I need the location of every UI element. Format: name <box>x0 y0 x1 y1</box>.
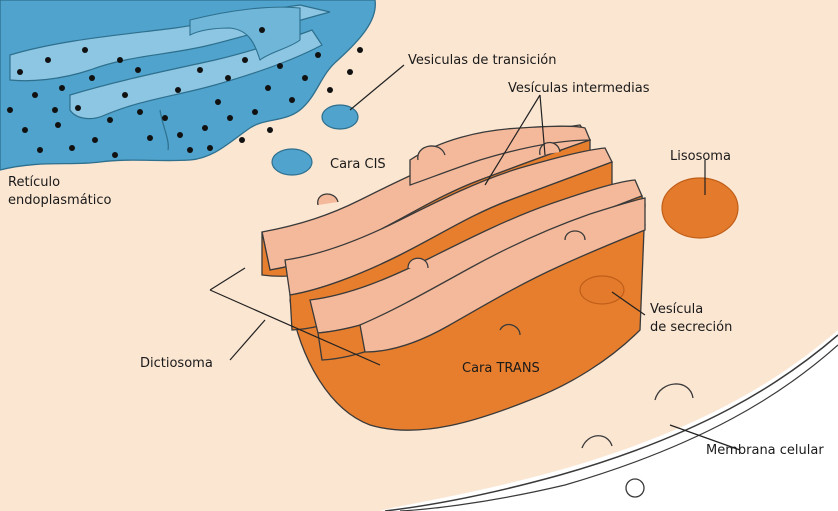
ribosome-dot <box>259 27 265 33</box>
ribosome-dot <box>177 132 183 138</box>
ribosome-dot <box>252 109 258 115</box>
ribosome-dot <box>239 137 245 143</box>
ribosome-dot <box>135 67 141 73</box>
ribosome-dot <box>122 92 128 98</box>
ribosome-dot <box>242 57 248 63</box>
ribosome-dot <box>202 125 208 131</box>
ribosome-dot <box>215 99 221 105</box>
ribosome-dot <box>82 47 88 53</box>
ribosome-dot <box>197 67 203 73</box>
label-lysosome: Lisosoma <box>670 149 731 164</box>
lysosome <box>662 178 738 238</box>
ribosome-dot <box>7 107 13 113</box>
label-reticulum-2: endoplasmático <box>8 193 112 208</box>
label-secretion-1: Vesícula <box>650 302 703 317</box>
label-cis-face: Cara CIS <box>330 157 386 172</box>
ribosome-dot <box>347 69 353 75</box>
ribosome-dot <box>59 85 65 91</box>
ribosome-dot <box>327 87 333 93</box>
ribosome-dot <box>225 75 231 81</box>
ribosome-dot <box>162 115 168 121</box>
ribosome-dot <box>175 87 181 93</box>
membrane-pit-vesicle <box>626 479 644 497</box>
transition-vesicle-2 <box>272 149 312 175</box>
ribosome-dot <box>117 57 123 63</box>
ribosome-dot <box>302 75 308 81</box>
ribosome-dot <box>52 107 58 113</box>
ribosome-dot <box>137 109 143 115</box>
ribosome-dot <box>37 147 43 153</box>
ribosome-dot <box>69 145 75 151</box>
ribosome-dot <box>187 147 193 153</box>
label-secretion-2: de secreción <box>650 320 732 335</box>
ribosome-dot <box>265 85 271 91</box>
ribosome-dot <box>92 137 98 143</box>
ribosome-dot <box>89 75 95 81</box>
ribosome-dot <box>315 52 321 58</box>
secretion-vesicle <box>580 276 624 304</box>
label-cell-membrane: Membrana celular <box>706 443 824 458</box>
ribosome-dot <box>107 117 113 123</box>
ribosome-dot <box>277 63 283 69</box>
ribosome-dot <box>22 127 28 133</box>
ribosome-dot <box>112 152 118 158</box>
label-dictyosome: Dictiosoma <box>140 356 213 371</box>
ribosome-dot <box>357 47 363 53</box>
label-transition-vesicles: Vesiculas de transición <box>408 53 557 68</box>
ribosome-dot <box>55 122 61 128</box>
label-intermediate-vesicles: Vesículas intermedias <box>508 81 650 96</box>
ribosome-dot <box>75 105 81 111</box>
ribosome-dot <box>267 127 273 133</box>
ribosome-dot <box>45 57 51 63</box>
ribosome-dot <box>147 135 153 141</box>
ribosome-dot <box>227 115 233 121</box>
label-trans-face: Cara TRANS <box>462 361 540 376</box>
label-reticulum-1: Retículo <box>8 175 60 190</box>
ribosome-dot <box>207 145 213 151</box>
ribosome-dot <box>17 69 23 75</box>
ribosome-dot <box>32 92 38 98</box>
ribosome-dot <box>289 97 295 103</box>
